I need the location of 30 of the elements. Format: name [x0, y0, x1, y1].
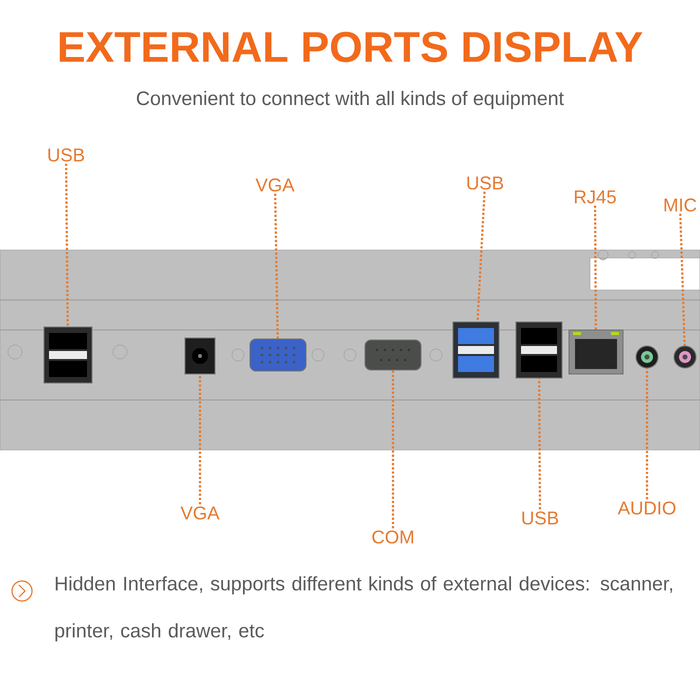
leader-line [274, 194, 279, 339]
usb-port [44, 326, 92, 384]
leader-line [64, 164, 69, 326]
leader-line [538, 378, 542, 510]
port-label: VGA [180, 506, 220, 520]
leader-line [392, 370, 394, 528]
leader-line [646, 368, 648, 500]
power-jack [184, 338, 216, 374]
usb-port [516, 322, 562, 378]
mic-jack [674, 346, 697, 368]
title: EXTERNAL PORTS DISPLAY [60, 32, 642, 62]
port-label: VGA [256, 178, 295, 192]
port-label: COM [372, 530, 414, 544]
port-label: AUDIO [618, 501, 676, 515]
bullet-text: Hidden Interface, supports different kinds of external devices: scanner, printer, cash drawer, etc [55, 576, 672, 642]
rj45-port [568, 330, 624, 374]
vga-port [250, 338, 306, 372]
com-port [364, 340, 422, 370]
audio-jack [636, 346, 659, 368]
leader-line [476, 192, 486, 322]
leader-line [594, 206, 597, 330]
subtitle: Convenient to connect with all kinds of equipment [136, 90, 564, 110]
usb-port [452, 322, 500, 378]
leader-line [198, 374, 202, 504]
port-label: USB [48, 148, 84, 162]
port-label: USB [522, 511, 558, 525]
port-label: RJ45 [574, 190, 616, 204]
port-label: USB [467, 176, 504, 190]
leader-line [679, 214, 686, 346]
port-label: MIC [664, 198, 696, 212]
